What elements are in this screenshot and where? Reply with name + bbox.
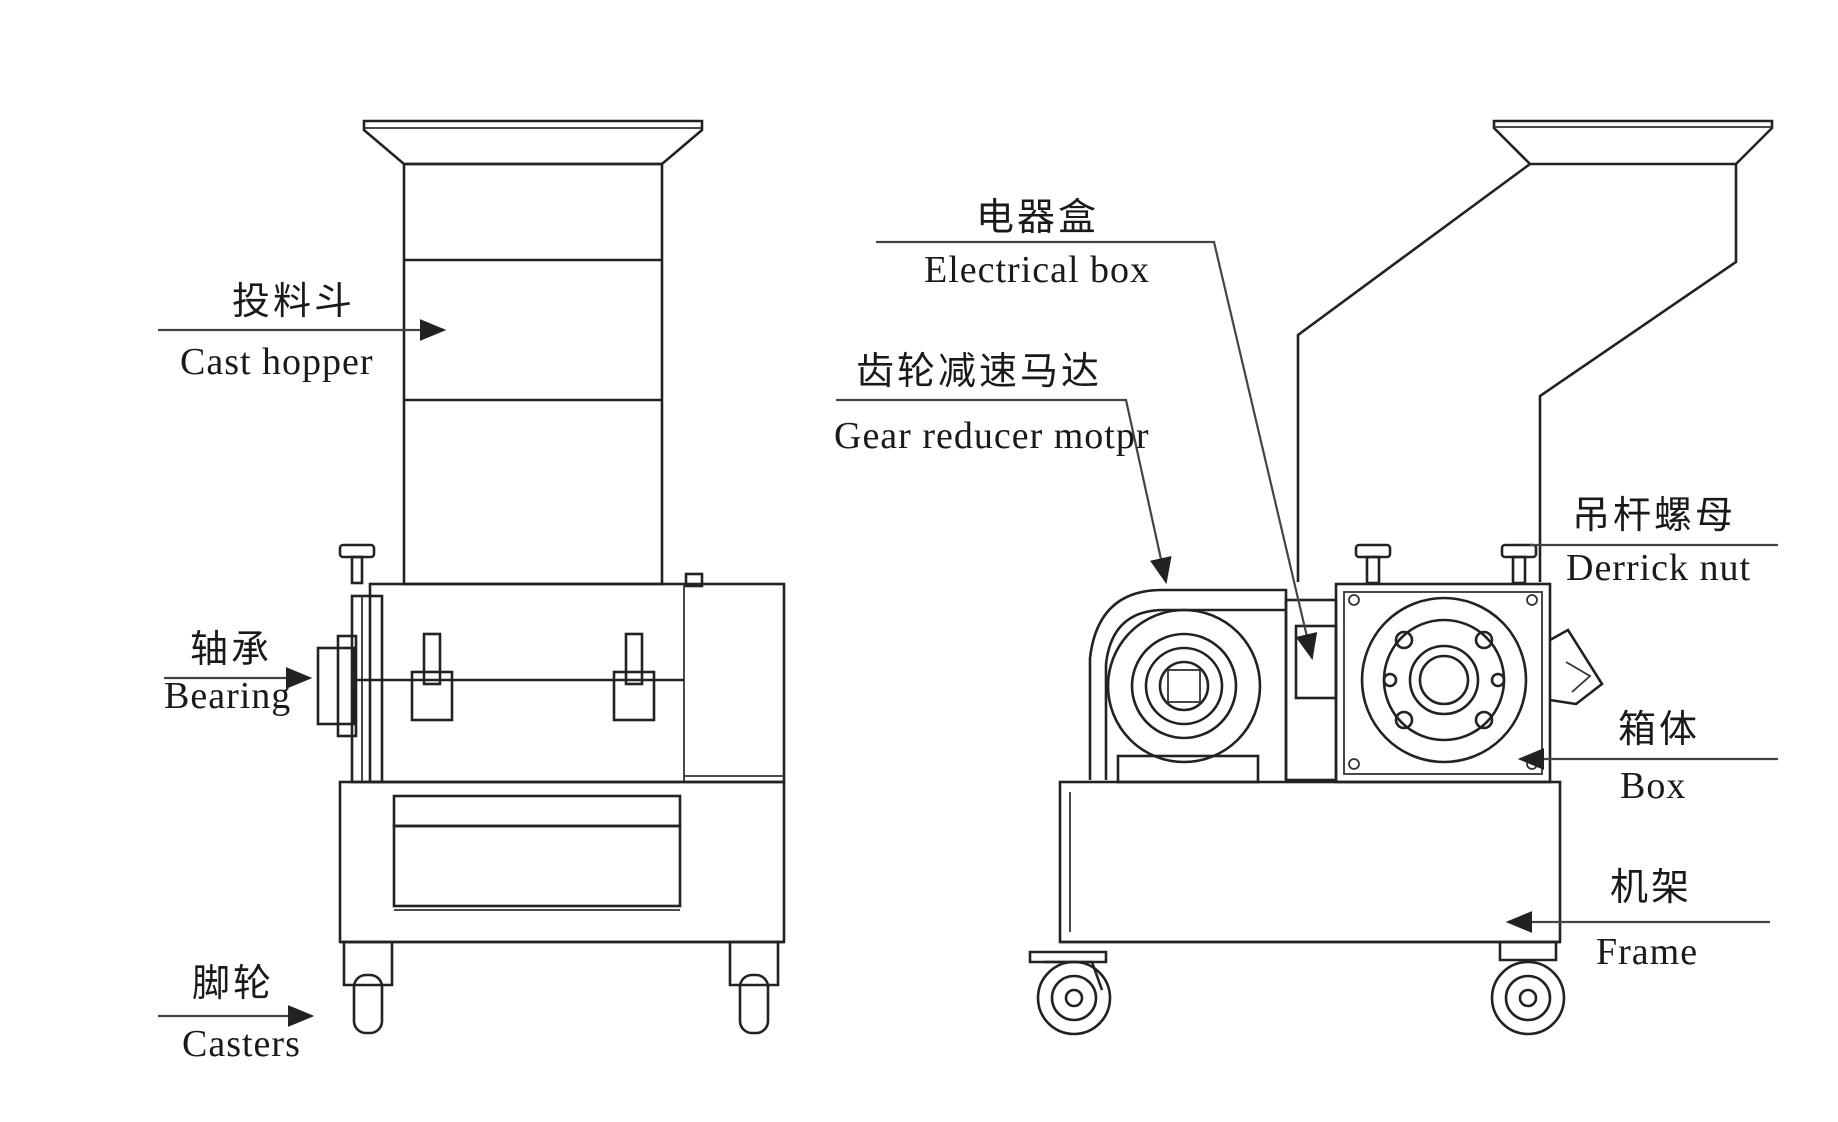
label-gear-reducer-en: Gear reducer motpr [834, 415, 1150, 457]
label-casters-en: Casters [182, 1023, 301, 1065]
label-box-en: Box [1620, 765, 1687, 807]
front-caster-right [728, 940, 780, 1035]
gear-motor [1088, 588, 1338, 784]
leader-gear-reducer [836, 398, 1172, 585]
front-hopper [362, 119, 704, 586]
label-derrick-nut-cn: 吊杆螺母 [1572, 493, 1737, 537]
side-knobs [1354, 543, 1538, 585]
front-caster-left [342, 940, 394, 1035]
leader-electrical-box [876, 240, 1318, 661]
label-casters-cn: 脚轮 [192, 961, 275, 1005]
leader-lines [158, 240, 1778, 1027]
label-gear-reducer-cn: 齿轮减速马达 [856, 349, 1103, 393]
front-knob [338, 543, 376, 585]
label-cast-hopper-en: Cast hopper [180, 341, 374, 383]
side-caster-right [1490, 940, 1566, 1036]
side-frame [1058, 780, 1562, 944]
label-bearing-en: Bearing [164, 675, 292, 717]
label-electrical-box-en: Electrical box [924, 249, 1151, 291]
front-box [316, 572, 786, 784]
front-view-machine [316, 119, 786, 1035]
side-hopper [1296, 119, 1774, 582]
label-derrick-nut-en: Derrick nut [1566, 547, 1752, 589]
side-caster-left [1028, 950, 1112, 1036]
label-frame-en: Frame [1596, 931, 1699, 973]
side-view-machine [1028, 119, 1774, 1036]
label-frame-cn: 机架 [1610, 865, 1693, 909]
label-electrical-box-cn: 电器盒 [976, 195, 1100, 239]
label-bearing-cn: 轴承 [190, 627, 273, 671]
label-cast-hopper-cn: 投料斗 [232, 279, 356, 323]
side-box [1334, 582, 1604, 784]
front-frame [338, 780, 786, 944]
label-box-cn: 箱体 [1618, 707, 1701, 751]
